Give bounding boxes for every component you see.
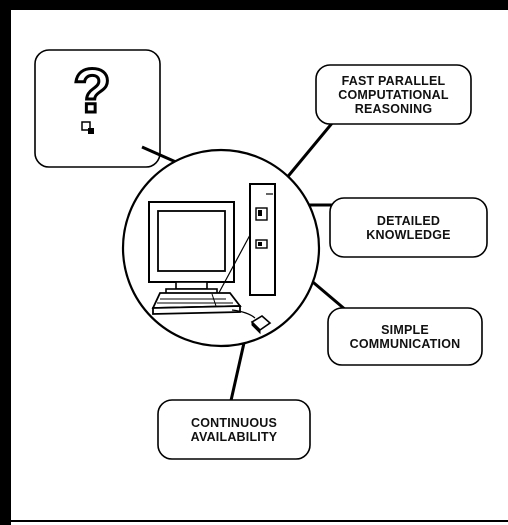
detailed-knowledge-box [329,197,488,258]
continuous-availability-line-2: AVAILABILITY [190,429,278,444]
simple-communication-line-1: SIMPLE [381,322,429,337]
fast-parallel-line-2: COMPUTATIONAL [338,87,449,102]
simple-communication-label: SIMPLE COMMUNICATION [328,308,482,365]
fast-parallel-box [315,64,472,125]
question-box-small-squares-icon [81,121,94,134]
fast-parallel-line-3: REASONING [354,101,433,116]
detailed-knowledge-line-1: DETAILED [376,213,441,228]
continuous-availability-box [157,399,311,460]
mouse-icon [250,315,272,335]
tower-case-icon [249,183,276,296]
frame-left-border [0,0,11,525]
frame-bottom-border [11,520,508,522]
fast-parallel-line-1: FAST PARALLEL [341,73,446,88]
continuous-availability-label: CONTINUOUS AVAILABILITY [158,400,310,459]
monitor-cable [213,234,251,303]
frame-top-border [0,0,508,10]
continuous-availability-line-1: CONTINUOUS [190,415,278,430]
detailed-knowledge-label: DETAILED KNOWLEDGE [330,198,487,257]
mouse-cord [231,309,256,319]
keyboard-icon [151,292,242,315]
fast-parallel-label: FAST PARALLEL COMPUTATIONAL REASONING [316,65,471,124]
detailed-knowledge-line-2: KNOWLEDGE [366,227,451,242]
connector-continuous [228,333,248,406]
question-box [34,49,161,168]
question-mark-icon: ? [73,57,111,126]
computer-illustration [148,183,276,335]
computer-monitor-icon [148,201,235,295]
simple-communication-line-2: COMMUNICATION [349,336,461,351]
simple-communication-box [327,307,483,366]
